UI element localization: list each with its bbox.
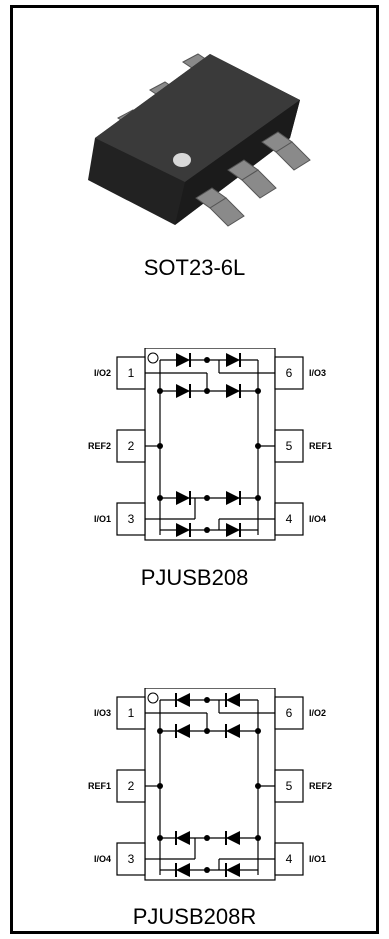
pin-box-1 (116, 696, 146, 730)
pin-number-5: 5 (286, 779, 293, 793)
node-mid-150 (204, 495, 210, 501)
pin-box-5 (274, 429, 304, 463)
pin-number-4: 4 (286, 852, 293, 866)
diode-1-a-triangle (176, 384, 190, 398)
diode-0-b-triangle (226, 693, 240, 707)
pin-number-4: 4 (286, 512, 293, 526)
diode-2-b-triangle (226, 831, 240, 845)
diagram-title-1: PJUSB208 (140, 565, 249, 590)
pin-box-4 (274, 842, 304, 876)
package-illustration (88, 53, 311, 227)
diode-0-a-triangle (176, 693, 190, 707)
ic-body (144, 688, 276, 881)
diode-3-a-triangle (176, 863, 190, 877)
pin-name-6: I/O2 (309, 708, 326, 718)
pin-name-4: I/O1 (309, 854, 326, 864)
pin-name-4: I/O4 (309, 514, 326, 524)
pinout-diagram-2: 1 I/O3 2 REF1 3 I/O4 4 I/O1 5 REF2 6 I/O2 (88, 688, 332, 881)
diode-0-a-triangle (176, 353, 190, 367)
pin-box-5 (274, 769, 304, 803)
pin-number-5: 5 (286, 439, 293, 453)
diode-2-b-triangle (226, 491, 240, 505)
pin-box-2 (116, 429, 146, 463)
pin-number-3: 3 (128, 852, 135, 866)
pin-box-4 (274, 502, 304, 536)
pin-name-6: I/O3 (309, 368, 326, 378)
pin-number-1: 1 (128, 366, 135, 380)
pin-name-1: I/O3 (94, 708, 111, 718)
diode-1-b-triangle (226, 724, 240, 738)
diode-1-b-triangle (226, 384, 240, 398)
node-mid-150 (204, 835, 210, 841)
diode-0-b-triangle (226, 353, 240, 367)
node-mid-182 (204, 867, 210, 873)
package-body-top (95, 54, 300, 182)
diagram-title-2: PJUSB208R (132, 904, 257, 929)
pin1-marker-dot (173, 153, 191, 167)
pin-name-5: REF2 (309, 781, 332, 791)
diode-1-a-triangle (176, 724, 190, 738)
diode-3-b-triangle (226, 523, 240, 537)
node-r-150 (255, 835, 261, 841)
pin-name-2: REF2 (88, 441, 111, 451)
diode-2-a-triangle (176, 831, 190, 845)
pin-name-3: I/O1 (94, 514, 111, 524)
node-r-150 (255, 495, 261, 501)
pin-box-6 (274, 356, 304, 390)
node-l-150 (157, 835, 163, 841)
node-mid-12 (204, 357, 210, 363)
ic-body (144, 348, 276, 541)
node-mid-12 (204, 697, 210, 703)
lead-front-2-foot (241, 169, 277, 199)
node-l-150 (157, 495, 163, 501)
pin-number-6: 6 (286, 366, 293, 380)
pin-number-2: 2 (128, 439, 135, 453)
pin-name-2: REF1 (88, 781, 111, 791)
pinout-diagram-1: 1 I/O2 2 REF2 3 I/O1 4 I/O4 5 REF1 6 I/O3 (88, 348, 332, 541)
node-l-43 (157, 388, 163, 394)
pin-number-3: 3 (128, 512, 135, 526)
pin-box-3 (116, 842, 146, 876)
node-l-43 (157, 728, 163, 734)
pin-name-5: REF1 (309, 441, 332, 451)
node-r-43 (255, 728, 261, 734)
diode-3-a-triangle (176, 523, 190, 537)
node-r-43 (255, 388, 261, 394)
pin-number-6: 6 (286, 706, 293, 720)
diode-3-b-triangle (226, 863, 240, 877)
pin-name-1: I/O2 (94, 368, 111, 378)
package-label: SOT23-6L (143, 255, 246, 280)
pin-box-6 (274, 696, 304, 730)
pin1-marker (147, 692, 159, 704)
pin-name-3: I/O4 (94, 854, 111, 864)
diode-2-a-triangle (176, 491, 190, 505)
pin-box-3 (116, 502, 146, 536)
lead-front-1-foot (209, 197, 245, 227)
node-mid-182 (204, 527, 210, 533)
pin1-marker (147, 352, 159, 364)
pin-number-1: 1 (128, 706, 135, 720)
lead-front-3-foot (275, 141, 311, 171)
pin-number-2: 2 (128, 779, 135, 793)
